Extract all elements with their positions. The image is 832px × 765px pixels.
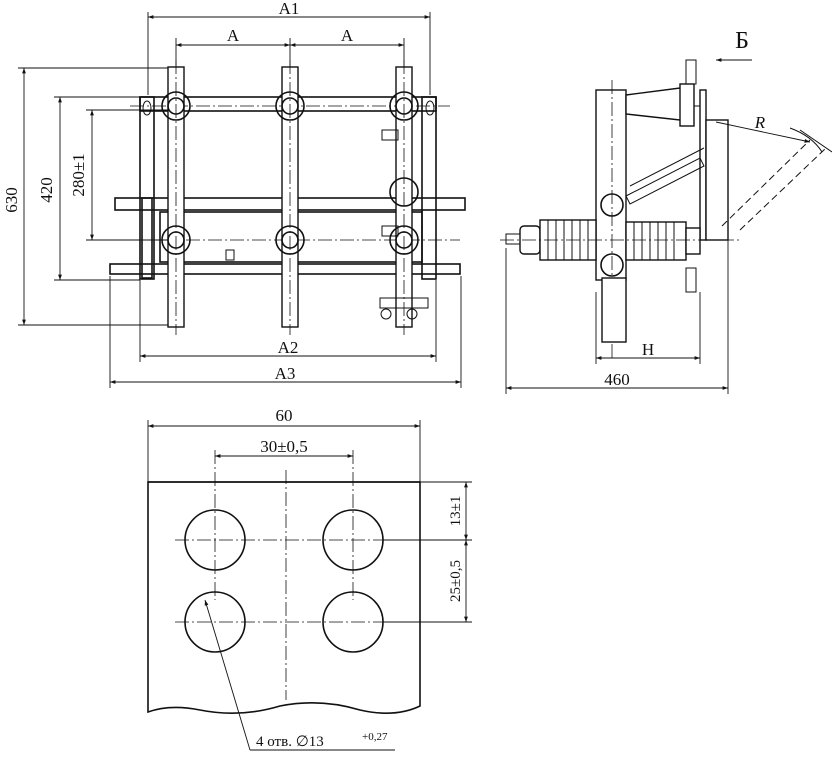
dim-label-a-right: A <box>341 26 354 45</box>
dimension-280: 280±1 <box>69 109 168 241</box>
dimension-60: 60 <box>147 406 421 482</box>
dimension-420: 420 <box>37 96 140 281</box>
dim-label-h: H <box>642 340 654 359</box>
dim-label-a3: A3 <box>275 364 296 383</box>
pole-2 <box>275 60 305 335</box>
side-blade-lower <box>601 277 627 343</box>
dim-label-a2: A2 <box>278 338 299 357</box>
dimension-a3: A3 <box>109 276 462 388</box>
terminal-hole <box>184 591 246 653</box>
open-blade-position <box>721 129 832 231</box>
dimension-630: 630 <box>2 67 168 326</box>
dim-label-30: 30±0,5 <box>260 437 308 456</box>
holes-tolerance: +0,27 <box>362 731 388 743</box>
holes-note: 4 отв. ∅13 <box>256 734 324 750</box>
holes-leader-note: 4 отв. ∅13 +0,27 <box>204 599 395 751</box>
dim-label-13: 13±1 <box>448 496 464 527</box>
pole-3 <box>379 60 429 335</box>
dimension-a2: A2 <box>139 280 437 362</box>
dim-label-630: 630 <box>2 187 21 213</box>
terminal-hole <box>184 509 246 571</box>
dimension-460: 460 <box>505 240 729 394</box>
dimension-a1: A1 <box>147 0 431 95</box>
dim-label-25: 25±0,5 <box>448 560 464 602</box>
dimension-h: H <box>595 292 701 364</box>
pole-1 <box>161 60 191 335</box>
view-arrow-label: Б <box>735 28 749 54</box>
radius-r: R <box>715 113 823 153</box>
side-contact-plate <box>705 119 729 241</box>
dimension-25: 25±0,5 <box>383 540 472 623</box>
dim-label-a-left: A <box>227 26 240 45</box>
upper-insulator <box>625 87 687 121</box>
side-column <box>595 89 627 281</box>
lower-insulator-right <box>625 221 701 293</box>
dim-label-280: 280±1 <box>69 153 88 196</box>
dim-label-420: 420 <box>37 177 56 203</box>
dim-label-60: 60 <box>276 406 293 425</box>
view-arrow-b: Б <box>716 28 752 62</box>
terminal-plate <box>147 481 421 714</box>
terminal-detail: 60 30±0,5 13±1 25±0,5 4 отв. ∅13 +0,27 <box>147 406 472 751</box>
dim-label-460: 460 <box>604 370 630 389</box>
dimension-30: 30±0,5 <box>215 437 353 458</box>
dim-label-a1: A1 <box>279 0 300 18</box>
front-view: A1 A A <box>2 0 466 388</box>
side-view: Б <box>500 28 832 394</box>
radius-label: R <box>754 113 766 132</box>
dimension-13: 13±1 <box>383 481 472 541</box>
